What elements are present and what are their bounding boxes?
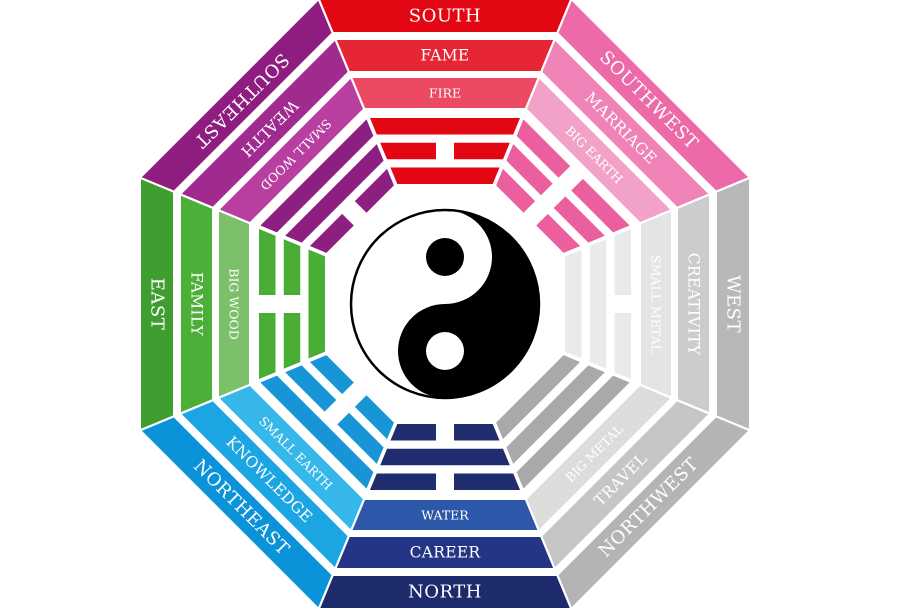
east-band-1 [141,179,173,429]
north-trigram-line-2 [380,448,510,466]
northwest-trigram-line-2 [506,365,605,464]
northeast-band-3 [219,386,363,530]
west-trigram-line-1-right [614,313,631,380]
yin-yang-icon [348,207,542,401]
north-trigram-line-3-right [390,424,436,441]
east-trigram-line-3 [308,249,325,359]
east-aspiration-label: FAMILY [188,272,206,336]
south-element-label: FIRE [429,86,461,101]
northeast-trigram-line-3-right [309,355,354,395]
west-trigram-line-2 [589,239,607,369]
east-band-3 [219,211,249,397]
east-trigram-line-2-right [283,239,301,295]
west-band-1 [717,179,749,429]
southeast-band-3 [219,78,363,222]
west-element-label: SMALL METAL [649,255,664,353]
south-aspiration-label: FAME [421,47,470,65]
south-direction-label: SOUTH [409,6,481,27]
southwest-trigram-line-2-left [506,144,553,196]
southwest-trigram-line-1-right [571,178,630,233]
north-aspiration-label: CAREER [410,544,482,562]
southeast-trigram-line-2 [285,144,384,243]
north-trigram-line-1-right [369,473,436,490]
east-direction-label: EAST [147,278,168,330]
west-direction-label: WEST [723,275,744,333]
yin-yang-dark-dot-inner [428,240,462,274]
southeast-trigram-line-1 [260,119,374,233]
west-trigram-line-3 [565,249,582,359]
northeast-trigram-line-1 [260,375,374,489]
south-trigram-line-3 [390,167,500,184]
east-band-2 [181,195,212,413]
south-trigram-line-2-left [380,142,436,160]
north-trigram-line-1-left [454,473,521,490]
southwest-band-1 [558,0,749,191]
northeast-trigram-line-2-right [285,365,337,412]
northwest-band-1 [558,417,749,608]
north-direction-label: NORTH [408,582,482,603]
southwest-trigram-line-2-right [553,196,605,243]
northeast-band-2 [181,401,348,568]
northeast-band-1 [141,417,332,608]
east-trigram-line-1-right [259,228,276,295]
south-trigram-line-2-right [454,142,510,160]
southwest-band-3 [527,78,671,222]
east-trigram-line-2-left [283,313,301,369]
east-trigram-line-1-left [259,313,276,380]
southwest-trigram-line-3-left [496,168,536,213]
north-band-2 [336,537,554,568]
south-band-2 [336,40,554,71]
south-band-3 [352,78,538,108]
bagua-rings [141,0,749,608]
southwest-band-2 [542,40,709,207]
north-element-label: WATER [421,508,469,523]
west-band-2 [678,195,709,413]
northeast-trigram-line-2-left [337,412,384,464]
north-band-1 [320,576,570,608]
northwest-band-2 [542,401,709,568]
southwest-trigram-line-1-left [516,119,571,178]
northwest-trigram-line-1 [516,375,630,489]
northeast-trigram-line-3-left [354,395,394,440]
bagua-trigrams [259,118,631,490]
west-aspiration-label: CREATIVITY [685,253,703,356]
west-trigram-line-1-left [614,228,631,295]
southeast-trigram-line-3-left [309,213,354,253]
north-trigram-line-3-left [454,424,500,441]
northwest-trigram-line-3 [496,355,581,440]
northwest-band-3 [527,386,671,530]
southeast-band-1 [141,0,332,191]
southeast-trigram-line-3-right [354,168,394,213]
yin-yang-light-dot [426,332,464,370]
east-element-label: BIG WOOD [227,268,242,339]
southwest-trigram-line-3-right [536,213,581,253]
south-trigram-line-1 [369,118,521,135]
north-band-3 [352,500,538,530]
southeast-band-2 [181,40,348,207]
west-band-3 [641,211,671,397]
south-band-1 [320,0,570,32]
